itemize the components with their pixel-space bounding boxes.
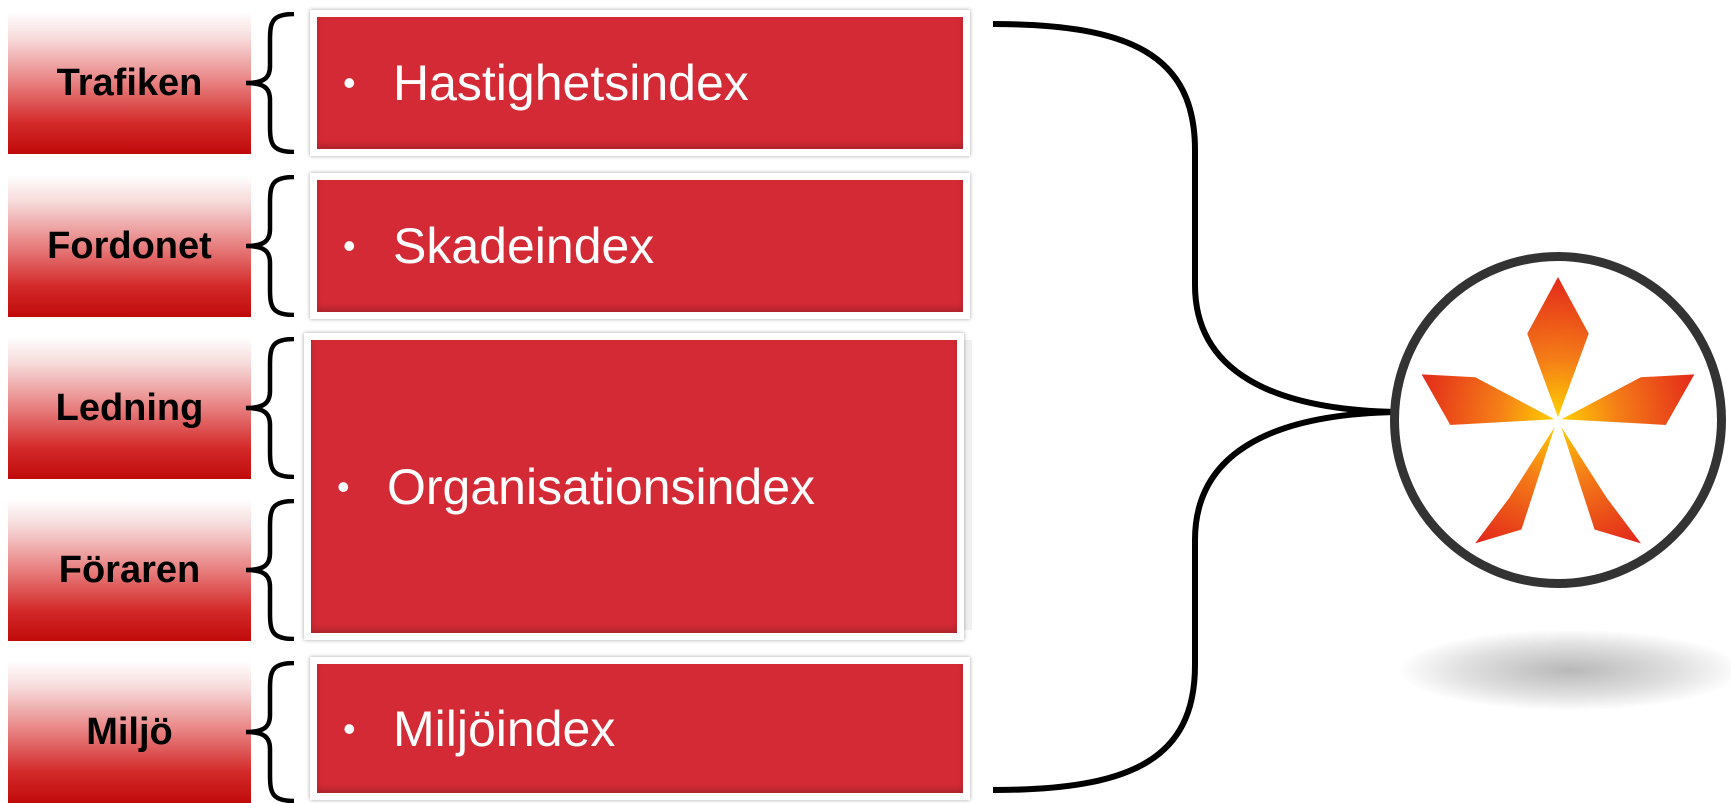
label-miljo: Miljö bbox=[8, 661, 251, 803]
brace-icon bbox=[245, 337, 295, 479]
bullet: • bbox=[343, 707, 356, 749]
star-logo-icon bbox=[1418, 272, 1698, 548]
star-logo bbox=[1390, 252, 1726, 588]
index-box-organisationsindex: • Organisationsindex bbox=[304, 333, 964, 640]
label-fordonet: Fordonet bbox=[8, 175, 251, 317]
index-box-skadeindex: • Skadeindex bbox=[310, 173, 970, 319]
index-label: Skadeindex bbox=[393, 218, 655, 274]
index-label: Hastighetsindex bbox=[393, 55, 749, 111]
brace-icon bbox=[245, 175, 295, 317]
label-ledning: Ledning bbox=[8, 337, 251, 479]
label-foraren: Föraren bbox=[8, 499, 251, 641]
logo-shadow bbox=[1400, 630, 1731, 710]
index-box-hastighetsindex: • Hastighetsindex bbox=[310, 10, 970, 156]
brace-icon bbox=[245, 12, 295, 154]
label-trafiken: Trafiken bbox=[8, 12, 251, 154]
brace-icon bbox=[245, 499, 295, 641]
index-label: Miljöindex bbox=[393, 700, 616, 757]
bullet: • bbox=[343, 62, 356, 103]
brace-icon bbox=[245, 661, 295, 803]
bullet: • bbox=[343, 225, 356, 266]
index-box-miljoindex: • Miljöindex bbox=[310, 657, 970, 800]
index-label: Organisationsindex bbox=[387, 458, 816, 515]
bullet: • bbox=[337, 465, 350, 507]
